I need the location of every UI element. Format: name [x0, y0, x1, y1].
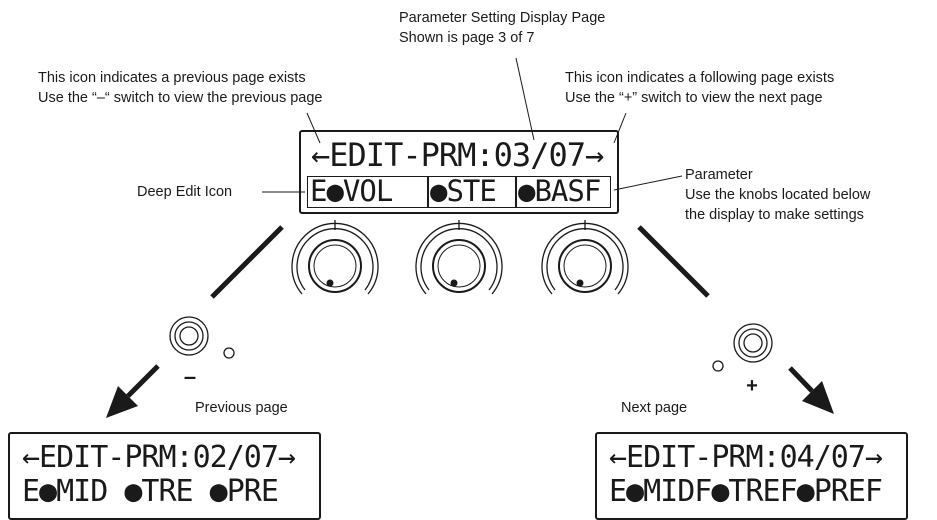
- bar-left: [210, 225, 284, 299]
- knob-1[interactable]: [291, 220, 379, 295]
- parameter-note-line2: Use the knobs located below: [685, 187, 871, 203]
- prev-page-caption: Previous page: [195, 400, 288, 416]
- parameter-note: Parameter Use the knobs located below th…: [685, 165, 870, 225]
- param-box-2: ●STE: [427, 174, 517, 208]
- prev-icon-note-line1: This icon indicates a previous page exis…: [38, 70, 306, 86]
- plus-led: [712, 360, 724, 372]
- next-display-line2: E●MIDF●TREF●PREF: [609, 474, 883, 509]
- plus-switch[interactable]: [733, 323, 773, 363]
- prev-display-line1: ←EDIT-PRM:02/07→: [22, 440, 296, 475]
- prev-icon-note: This icon indicates a previous page exis…: [38, 68, 323, 108]
- leader-page-display: [515, 57, 535, 141]
- page-display-note: Parameter Setting Display Page Shown is …: [399, 8, 605, 48]
- knob-2[interactable]: [415, 220, 503, 295]
- plus-switch-label: +: [746, 375, 758, 397]
- deep-edit-note-text: Deep Edit Icon: [137, 184, 233, 200]
- next-icon-note-line2: Use the “+” switch to view the next page: [565, 90, 823, 106]
- parameter-note-line3: the display to make settings: [685, 207, 864, 223]
- next-page-caption: Next page: [621, 400, 688, 416]
- param-3-label: ●BASF: [518, 174, 601, 208]
- knob-3[interactable]: [541, 220, 629, 295]
- page-display-note-line2: Shown is page 3 of 7: [399, 30, 535, 46]
- deep-edit-note: Deep Edit Icon: [137, 182, 232, 202]
- main-display-line1: ←EDIT-PRM:03/07→: [311, 136, 604, 174]
- leader-prev-icon: [306, 112, 321, 144]
- next-icon-note: This icon indicates a following page exi…: [565, 68, 834, 108]
- parameter-note-line1: Parameter: [685, 167, 753, 183]
- prev-display: ←EDIT-PRM:02/07→ E●MID ●TRE ●PRE: [8, 432, 321, 520]
- minus-switch[interactable]: [169, 316, 209, 356]
- main-display: ←EDIT-PRM:03/07→ E●VOL ●STE ●BASF: [299, 130, 619, 214]
- arrow-to-next: [788, 366, 834, 414]
- param-box-3: ●BASF: [515, 174, 611, 208]
- minus-led: [223, 347, 235, 359]
- param-box-1: E●VOL: [307, 174, 429, 208]
- minus-switch-label: –: [184, 364, 196, 389]
- page-display-note-line1: Parameter Setting Display Page: [399, 10, 606, 26]
- leader-next-icon: [613, 112, 627, 144]
- param-1-label: E●VOL: [310, 174, 393, 208]
- prev-display-line2: E●MID ●TRE ●PRE: [22, 474, 279, 509]
- next-display: ←EDIT-PRM:04/07→ E●MIDF●TREF●PREF: [595, 432, 908, 520]
- arrow-to-prev: [106, 364, 160, 418]
- next-display-line1: ←EDIT-PRM:04/07→: [609, 440, 883, 475]
- leader-parameter: [613, 175, 683, 191]
- param-2-label: ●STE: [430, 174, 497, 208]
- bar-right: [637, 225, 710, 298]
- next-icon-note-line1: This icon indicates a following page exi…: [565, 70, 835, 86]
- prev-icon-note-line2: Use the “–“ switch to view the previous …: [38, 90, 323, 106]
